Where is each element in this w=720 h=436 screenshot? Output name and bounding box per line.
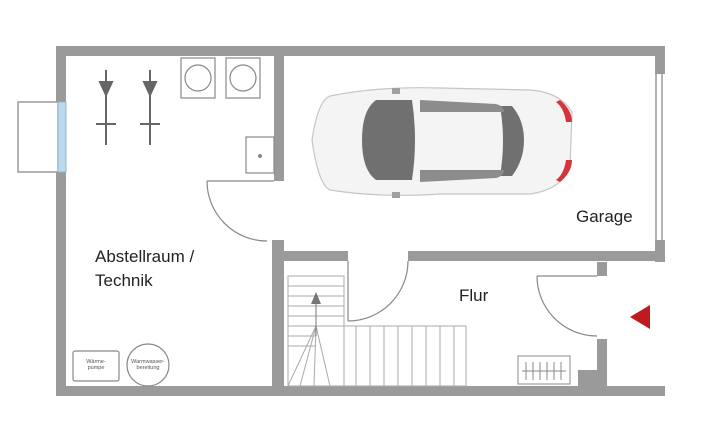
water-heater-label-line2: bereitung	[136, 365, 160, 371]
entrance-arrow-icon	[630, 305, 650, 329]
door-flur-arc	[347, 260, 409, 322]
shower-icon	[96, 70, 160, 145]
wall-left-lower	[56, 172, 66, 396]
room-label-abstellraum: Abstellraum / Technik	[95, 245, 194, 293]
room-label-flur: Flur	[459, 286, 489, 305]
stairs-icon	[287, 275, 467, 387]
heat-pump-label: Wärme- pumpe	[73, 359, 119, 371]
doors	[206, 180, 598, 337]
heat-pump-label-line2: pumpe	[87, 365, 105, 371]
wall-bottom	[56, 386, 665, 396]
heat-pump-label-line1: Wärme-	[86, 359, 106, 365]
wall-right-lower	[597, 262, 607, 276]
room-label-abstellraum-line2: Technik	[95, 271, 153, 290]
water-heater-label-line1: Warmwasser-	[131, 359, 165, 365]
wall-right-lower-b	[597, 339, 607, 396]
water-heater-label: Warmwasser- bereitung	[127, 359, 169, 371]
water-heater-unit	[126, 343, 170, 387]
wall-flur-top-right	[408, 251, 665, 261]
door-entrance-arc	[536, 275, 598, 337]
garage-door	[655, 74, 663, 240]
wall-small-right	[578, 370, 600, 386]
wall-top	[56, 46, 665, 56]
room-label-garage: Garage	[576, 207, 633, 226]
room-label-abstellraum-line1: Abstellraum /	[95, 247, 195, 266]
wall-left-upper	[56, 46, 66, 102]
washing-machine-icon	[180, 57, 216, 99]
heat-pump-unit	[72, 350, 120, 382]
sink-icon	[245, 136, 275, 174]
wall-right-top-stub	[655, 46, 665, 74]
radiator-icon	[517, 355, 571, 385]
dryer-icon	[225, 57, 261, 99]
wall-mid-vertical	[272, 240, 284, 396]
car-icon	[311, 87, 573, 198]
door-abstellraum-arc	[206, 180, 268, 242]
wall-flur-top-left	[284, 251, 348, 261]
wall-garage-left	[274, 56, 284, 181]
walls	[56, 46, 665, 396]
window-left	[17, 101, 67, 173]
